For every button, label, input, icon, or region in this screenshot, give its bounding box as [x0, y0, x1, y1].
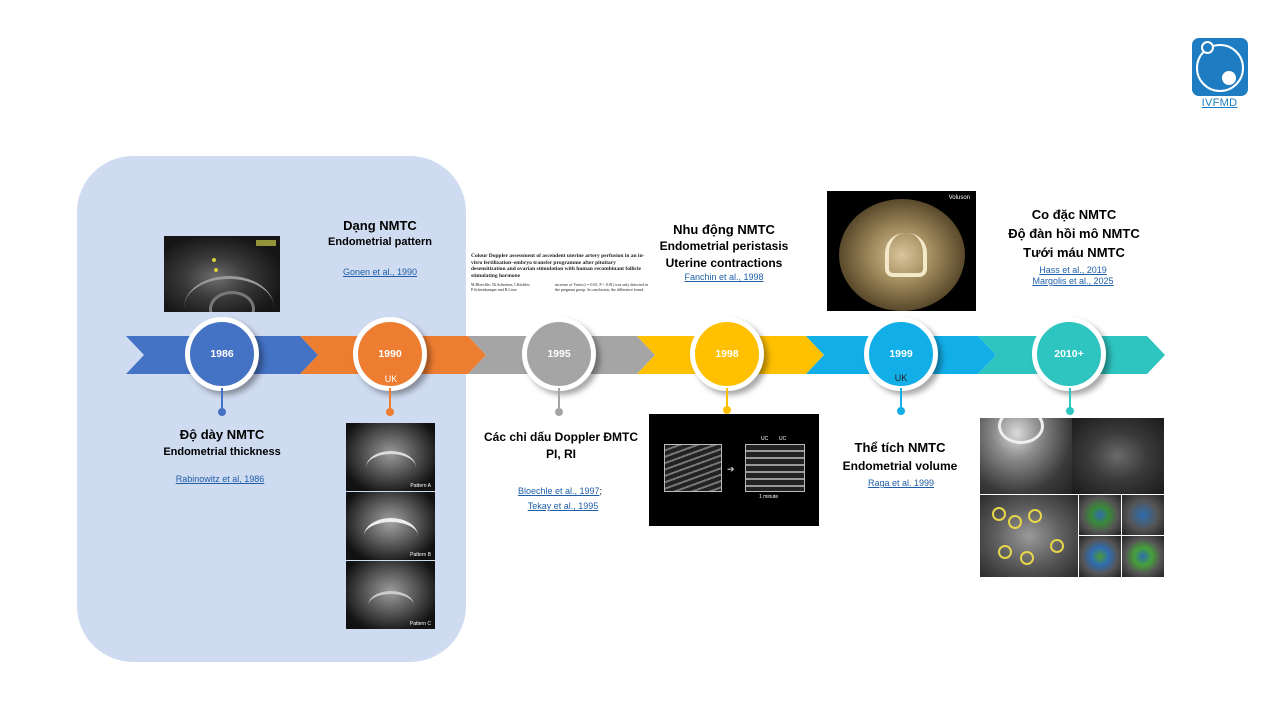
- connector-stem: [900, 388, 902, 412]
- doppler-image: [1122, 536, 1164, 577]
- year-label: 1995: [547, 348, 571, 360]
- logo-text: IVFMD: [1201, 97, 1238, 109]
- reference-link[interactable]: Tekay et al., 1995: [527, 501, 599, 511]
- year-label: 1990: [378, 348, 402, 360]
- doppler-image: [1079, 495, 1121, 535]
- connector-stem-dot: [897, 407, 905, 415]
- ultrasound-image-pattern-a: Pattern A: [346, 423, 435, 491]
- 3d-uterus-image: Voluson: [827, 191, 976, 311]
- reference-separator: ;: [599, 486, 603, 496]
- reference-link[interactable]: Margolis et al., 2025: [1032, 276, 1114, 286]
- connector-stem: [221, 388, 223, 412]
- doppler-image: [1079, 536, 1121, 577]
- reference-link[interactable]: Gonen et al., 1990: [342, 267, 418, 277]
- connector-dot: [723, 406, 731, 414]
- year-label: 2010+: [1054, 348, 1084, 360]
- milestone-title-en: Endometrial pattern: [328, 236, 432, 248]
- milestone-title-en: PI, RI: [545, 447, 576, 461]
- year-node-2010: 2010+: [1032, 317, 1106, 391]
- pattern-label: Pattern B: [410, 552, 431, 558]
- milestone-title-en: Uterine contractions: [665, 256, 783, 270]
- connector-dot: [1066, 407, 1074, 415]
- time-scale-label: 1 minute: [759, 494, 779, 500]
- connector-stem: [1069, 388, 1071, 412]
- year-node-1990: 1990: [353, 317, 427, 391]
- peristalsis-image: ➔ UC UC 1 minute: [649, 414, 819, 526]
- year-node-1998: 1998: [690, 317, 764, 391]
- device-label: Voluson: [948, 195, 970, 201]
- connector-stem: [389, 388, 391, 412]
- pattern-label: Pattern A: [410, 483, 431, 489]
- year-node-1986: 1986: [185, 317, 259, 391]
- ultrasound-image-pattern-b: Pattern B: [346, 492, 435, 560]
- year-label: 1999: [889, 348, 913, 360]
- milestone-title-vi: Dạng NMTC: [343, 218, 417, 233]
- country-label: UK: [384, 374, 398, 384]
- milestone-title-vi: Co đặc NMTC: [1031, 207, 1117, 222]
- contraction-label: UC: [761, 436, 769, 442]
- contraction-label: UC: [779, 436, 787, 442]
- logo-emblem-icon: [1192, 38, 1248, 96]
- reference-line: Bloechle et al., 1997;: [480, 486, 640, 496]
- year-label: 1998: [715, 348, 739, 360]
- reference-link[interactable]: Fanchin et al., 1998: [684, 272, 764, 282]
- connector-dot: [218, 408, 226, 416]
- milestone-title-vi: Độ dày NMTC: [179, 427, 265, 442]
- arrow-icon: ➔: [727, 464, 735, 474]
- milestone-title-vi: Nhu động NMTC: [673, 222, 775, 237]
- doppler-image: [1122, 495, 1164, 535]
- ultrasound-image-thickness: [164, 236, 280, 312]
- connector-dot: [555, 408, 563, 416]
- country-label: UK: [894, 373, 908, 383]
- ivfmd-logo: IVFMD: [1191, 37, 1248, 111]
- milestone-title-en: Endometrial peristasis: [659, 239, 789, 253]
- year-label: 1986: [210, 348, 234, 360]
- ultrasound-image-follicles: [980, 495, 1078, 577]
- paper-excerpt: Colour Doppler assessment of ascendent u…: [471, 243, 651, 299]
- paper-abstract: increase of Vmin (r = 0.65, P < 0.01) wa…: [555, 282, 648, 292]
- reference-link[interactable]: Hass et al., 2019: [1039, 265, 1107, 275]
- ultrasound-image-compaction: [980, 418, 1072, 494]
- milestone-title-vi: Thể tích NMTC: [854, 440, 946, 455]
- milestone-title-vi: Tưới máu NMTC: [1023, 245, 1125, 260]
- milestone-title-vi: Độ đàn hồi mô NMTC: [1008, 226, 1140, 241]
- reference-link[interactable]: Rabinowitz et al, 1986: [175, 474, 265, 484]
- milestone-title-en: Endometrial volume: [842, 459, 958, 473]
- reference-link[interactable]: Bloechle et al., 1997: [517, 486, 600, 496]
- paper-authors: M.Bloechle, Th.Schreiner, I.Küchler, P.S…: [471, 282, 531, 292]
- connector-dot: [386, 408, 394, 416]
- ultrasound-image-pattern-c: Pattern C: [346, 561, 435, 629]
- connector-stem: [558, 388, 560, 412]
- paper-title: Colour Doppler assessment of ascendent u…: [471, 253, 645, 279]
- connector-stem: [726, 388, 728, 412]
- milestone-title-vi: Các chỉ dấu Doppler ĐMTC: [483, 430, 638, 444]
- ultrasound-image-elastography: [1072, 418, 1164, 494]
- pattern-label: Pattern C: [409, 621, 431, 627]
- year-node-1995: 1995: [522, 317, 596, 391]
- milestone-title-en: Endometrial thickness: [163, 446, 281, 458]
- reference-link[interactable]: Raga et al. 1999: [867, 478, 935, 488]
